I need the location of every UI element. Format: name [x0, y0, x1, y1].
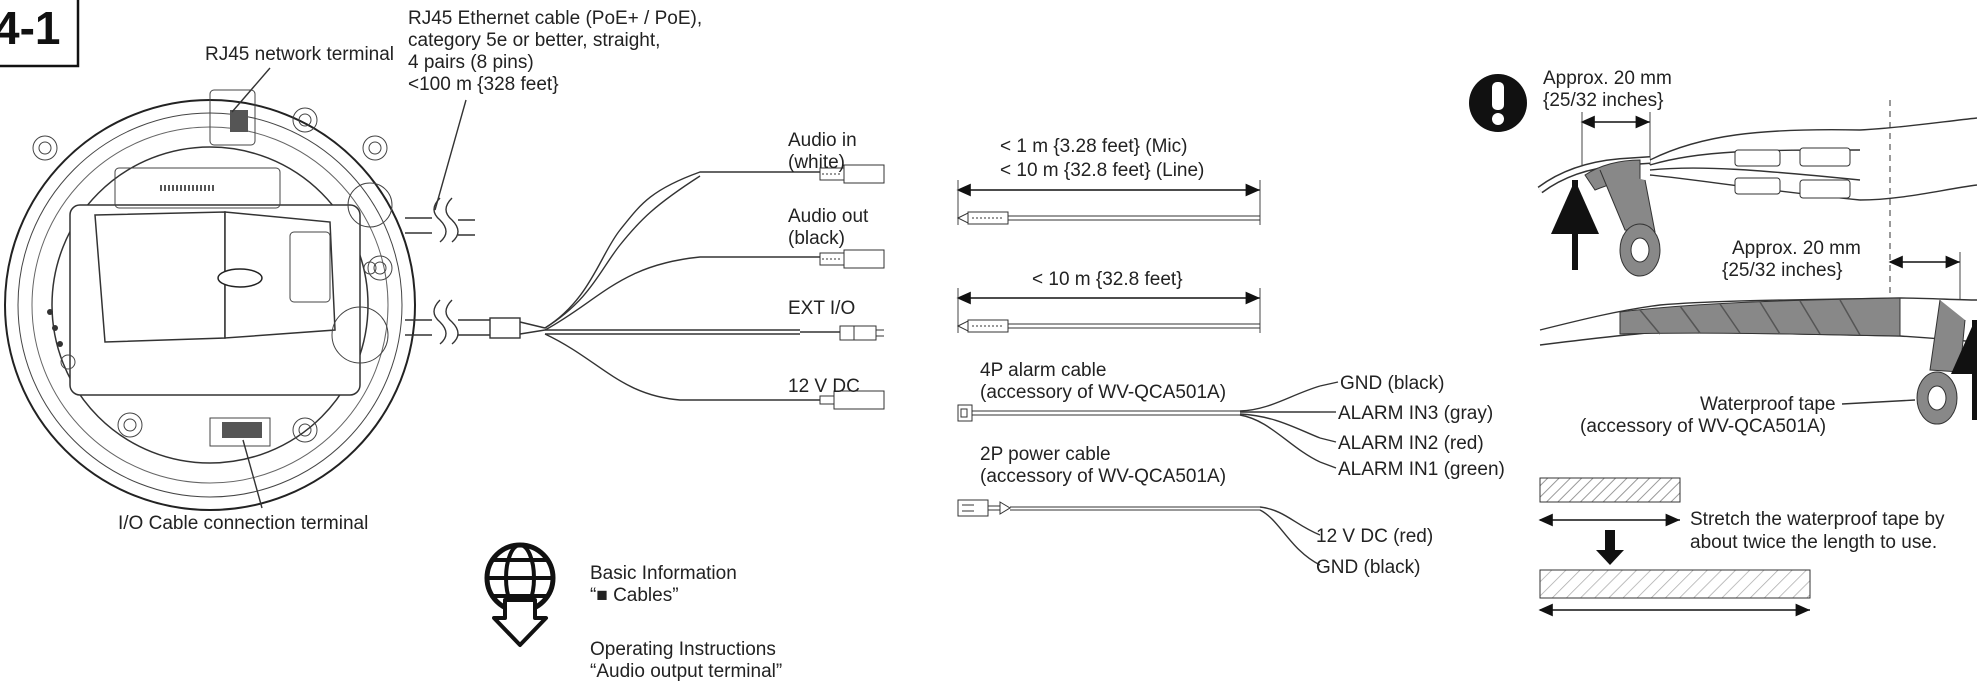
audio-in-color-label: (white)	[788, 152, 845, 173]
ethernet-line1: RJ45 Ethernet cable (PoE+ / PoE),	[408, 8, 702, 29]
audio-out-connector	[819, 249, 885, 269]
ethernet-leader	[434, 99, 467, 211]
alarm-in2-label: ALARM IN2 (red)	[1338, 433, 1484, 454]
alarm-in3-label: ALARM IN3 (gray)	[1338, 403, 1493, 424]
power-cable-accessory: (accessory of WV-QCA501A)	[980, 466, 1226, 487]
audio-out-extension-cable	[956, 319, 1260, 333]
waterproof-tape-accessory: (accessory of WV-QCA501A)	[1580, 416, 1826, 437]
approx2-mm: Approx. 20 mm	[1732, 238, 1861, 259]
ethernet-line2: category 5e or better, straight,	[408, 30, 660, 51]
alarm-cable-accessory: (accessory of WV-QCA501A)	[980, 382, 1226, 403]
rj45-terminal-label: RJ45 network terminal	[205, 44, 394, 65]
audio-in-label: Audio in	[788, 130, 857, 151]
ethernet-line3: 4 pairs (8 pins)	[408, 52, 534, 73]
waterproof-tape-label: Waterproof tape	[1700, 394, 1836, 415]
globe-download-icon	[484, 542, 556, 647]
approx1-mm: Approx. 20 mm	[1543, 68, 1672, 89]
alarm-cable-title: 4P alarm cable	[980, 360, 1106, 381]
basic-info-title: Basic Information	[590, 563, 737, 584]
dc12v-connector	[819, 390, 885, 410]
alarm-in1-label: ALARM IN1 (green)	[1338, 459, 1505, 480]
tape-stretch-illustration	[1538, 477, 1811, 617]
io-terminal-label: I/O Cable connection terminal	[118, 513, 368, 534]
basic-info-cables: “■ Cables”	[590, 585, 679, 606]
mic-length-label: < 1 m {3.28 feet} (Mic)	[1000, 136, 1187, 157]
dc12v-label: 12 V DC	[788, 376, 860, 397]
ext-io-label: EXT I/O	[788, 298, 855, 319]
rj45-leader	[231, 67, 271, 113]
line-length-label: < 10 m {32.8 feet} (Line)	[1000, 160, 1204, 181]
multi-cable-bundle	[405, 171, 820, 401]
operating-instructions-title: Operating Instructions	[590, 639, 776, 660]
warning-exclamation-icon	[1469, 74, 1527, 132]
audio-in-connector	[819, 164, 885, 184]
power-cable-title: 2P power cable	[980, 444, 1111, 465]
approx1-inches: {25/32 inches}	[1543, 90, 1663, 111]
audio-out-color-label: (black)	[788, 228, 845, 249]
camera-body	[4, 89, 416, 511]
step-label-box: 4-1	[0, 0, 80, 68]
stretch-instruction-2: about twice the length to use.	[1690, 532, 1937, 553]
stretch-instruction-1: Stretch the waterproof tape by	[1690, 509, 1945, 530]
power-dc-label: 12 V DC (red)	[1316, 526, 1433, 547]
io-leader	[242, 439, 263, 509]
power-gnd-label: GND (black)	[1316, 557, 1421, 578]
audio-out-label: Audio out	[788, 206, 869, 227]
power-cable	[957, 499, 1321, 566]
step-label: 4-1	[0, 2, 60, 54]
ethernet-line4: <100 m {328 feet}	[408, 74, 559, 95]
operating-instructions-audio: “Audio output terminal”	[590, 661, 782, 682]
audio-out-length-label: < 10 m {32.8 feet}	[1032, 269, 1183, 290]
ethernet-cable	[405, 197, 475, 243]
alarm-gnd-label: GND (black)	[1340, 373, 1445, 394]
top-taped-cable	[1537, 100, 1977, 330]
alarm-cable	[957, 385, 1321, 463]
ext-io-connector	[800, 325, 884, 341]
audio-in-extension-cable	[956, 211, 1260, 225]
approx2-inches: {25/32 inches}	[1722, 260, 1842, 281]
